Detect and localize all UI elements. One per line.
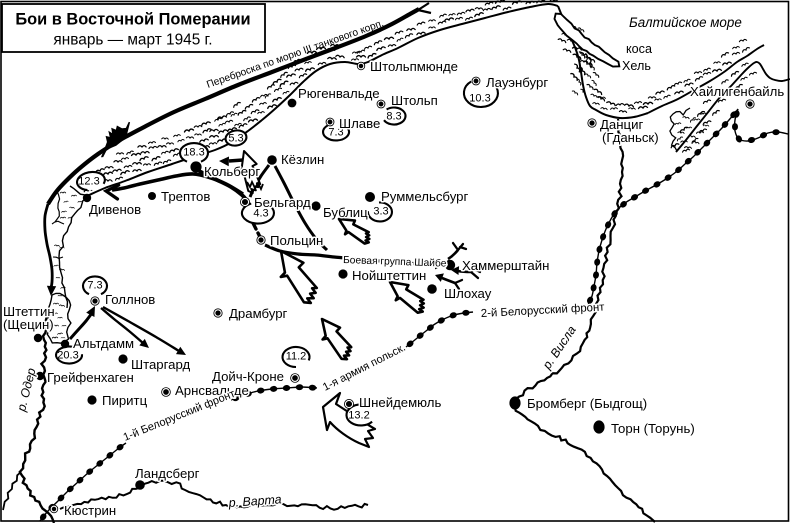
svg-text:Бельгард: Бельгард xyxy=(254,195,311,210)
svg-text:7.3: 7.3 xyxy=(87,280,102,292)
svg-text:4.3: 4.3 xyxy=(253,208,268,220)
svg-text:8.3: 8.3 xyxy=(386,111,401,123)
svg-text:Штаргард: Штаргард xyxy=(131,357,191,372)
svg-text:12.3: 12.3 xyxy=(78,176,99,188)
svg-text:Голлнов: Голлнов xyxy=(105,292,155,307)
svg-text:11.2: 11.2 xyxy=(286,351,307,363)
svg-text:10.3: 10.3 xyxy=(469,93,490,105)
svg-text:Кюстрин: Кюстрин xyxy=(64,503,116,518)
svg-text:Штеттин: Штеттин xyxy=(3,304,55,319)
svg-text:3.3: 3.3 xyxy=(373,206,388,218)
svg-text:Штольп: Штольп xyxy=(391,93,438,108)
svg-text:Пиритц: Пиритц xyxy=(102,393,148,408)
svg-text:январь — март 1945 г.: январь — март 1945 г. xyxy=(53,32,212,49)
svg-text:Кольберг: Кольберг xyxy=(204,164,260,179)
svg-text:Трептов: Трептов xyxy=(161,189,210,204)
svg-text:Шлаве: Шлаве xyxy=(339,116,380,131)
svg-text:Польцин: Польцин xyxy=(270,233,323,248)
svg-text:Альтдамм: Альтдамм xyxy=(73,336,134,351)
svg-text:18.3: 18.3 xyxy=(183,147,204,159)
svg-text:5.3: 5.3 xyxy=(228,133,243,145)
svg-text:Рюгенвальде: Рюгенвальде xyxy=(298,86,380,101)
svg-text:Дивенов: Дивенов xyxy=(89,202,141,217)
svg-text:Хаммерштайн: Хаммерштайн xyxy=(462,258,549,273)
svg-text:(Гданьск): (Гданьск) xyxy=(602,130,659,145)
svg-text:коса: коса xyxy=(626,42,652,56)
svg-text:Бромберг (Быдгощ): Бромберг (Быдгощ) xyxy=(527,396,647,411)
svg-text:(Щецин): (Щецин) xyxy=(3,317,54,332)
svg-text:Штольпмюнде: Штольпмюнде xyxy=(370,59,458,74)
svg-text:Руммельсбург: Руммельсбург xyxy=(381,189,468,204)
svg-text:Боевая группа Шайбе: Боевая группа Шайбе xyxy=(343,254,447,270)
svg-text:7.3: 7.3 xyxy=(328,127,343,139)
svg-text:Данциг: Данциг xyxy=(600,117,643,132)
svg-text:Шнейдемюль: Шнейдемюль xyxy=(359,395,441,410)
svg-text:Грейфенхаген: Грейфенхаген xyxy=(47,370,134,385)
svg-text:Арнсвальде: Арнсвальде xyxy=(175,383,249,398)
svg-text:Бои в Восточной Померании: Бои в Восточной Померании xyxy=(15,11,250,29)
svg-text:Нойштеттин: Нойштеттин xyxy=(352,268,426,283)
svg-text:Хель: Хель xyxy=(622,59,651,73)
svg-text:Ландсберг: Ландсберг xyxy=(135,466,200,481)
svg-text:Хайлигенбайль: Хайлигенбайль xyxy=(690,84,784,99)
svg-text:13.2: 13.2 xyxy=(348,410,369,422)
svg-text:Бублиц: Бублиц xyxy=(323,205,368,220)
svg-text:20.3: 20.3 xyxy=(57,350,78,362)
svg-text:Лауэнбург: Лауэнбург xyxy=(486,75,548,90)
svg-text:Шлохау: Шлохау xyxy=(444,286,492,301)
svg-text:Драмбург: Драмбург xyxy=(229,306,288,321)
svg-text:Дойч-Кроне: Дойч-Кроне xyxy=(212,369,284,384)
svg-text:Торн (Торунь): Торн (Торунь) xyxy=(611,421,695,436)
svg-text:р. Варта: р. Варта xyxy=(227,492,282,510)
svg-text:Кёзлин: Кёзлин xyxy=(281,152,324,167)
svg-text:Балтийское море: Балтийское море xyxy=(629,15,742,30)
